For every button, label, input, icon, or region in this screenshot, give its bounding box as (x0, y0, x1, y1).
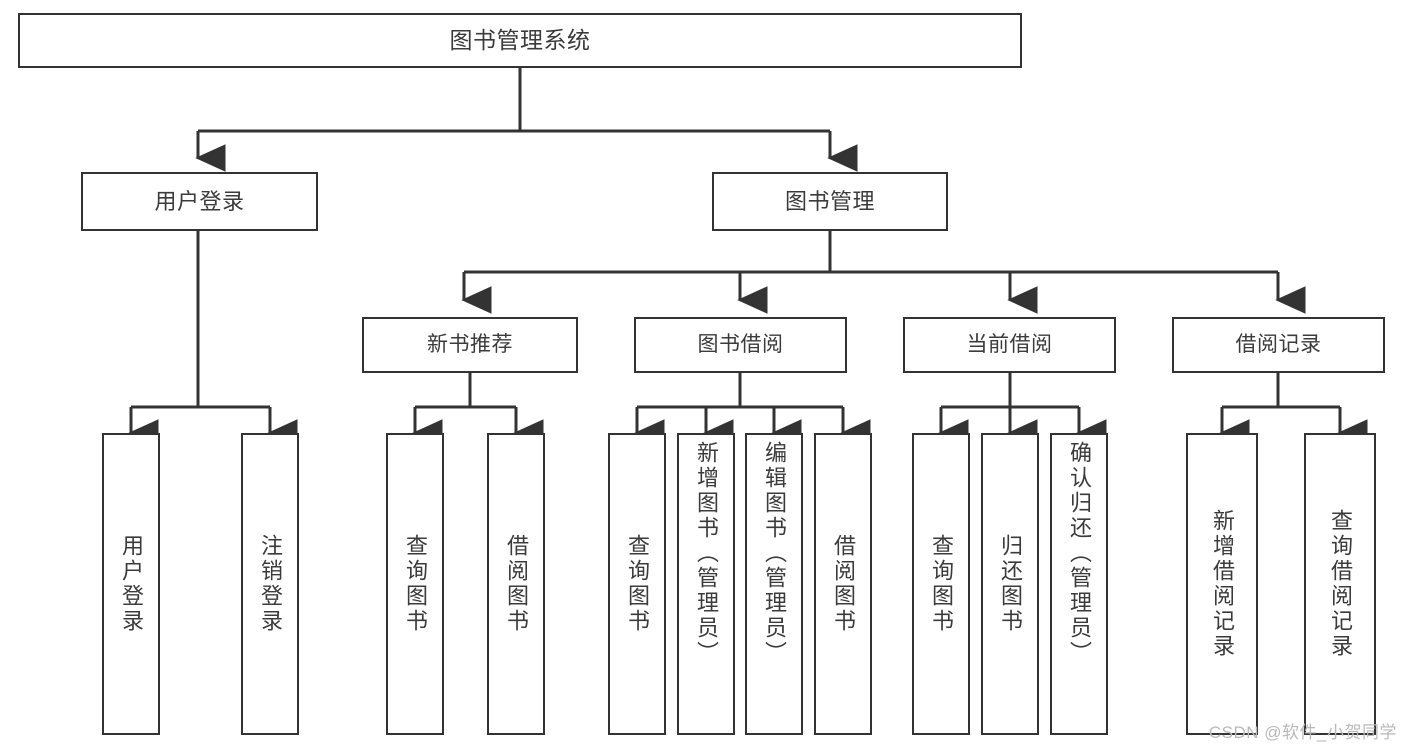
node-label: 用户登录 (154, 188, 245, 214)
leaf-current-borrow-query[interactable]: 查询图书 (912, 433, 970, 735)
node-label: 查询图书 (929, 534, 954, 634)
node-label: 当前借阅 (966, 332, 1053, 356)
node-label: 查询图书 (625, 534, 650, 634)
node-label: 查询借阅记录 (1328, 509, 1353, 659)
leaf-current-borrow-confirm[interactable]: 确认归还（管理员） (1050, 433, 1108, 735)
leaf-book-borrow-query[interactable]: 查询图书 (608, 433, 666, 735)
leaf-new-book-borrow[interactable]: 借阅图书 (487, 433, 545, 735)
leaf-user-login-signin[interactable]: 用户登录 (102, 433, 160, 735)
node-label: 编辑图书（管理员） (762, 441, 787, 666)
node-label: 借阅图书 (831, 534, 856, 634)
leaf-book-borrow-add[interactable]: 新增图书（管理员） (677, 433, 735, 735)
leaf-current-borrow-return[interactable]: 归还图书 (981, 433, 1039, 735)
leaf-borrow-record-add[interactable]: 新增借阅记录 (1186, 433, 1258, 735)
leaf-new-book-query[interactable]: 查询图书 (386, 433, 444, 735)
node-label: 新书推荐 (427, 332, 513, 356)
node-book-borrow[interactable]: 图书借阅 (634, 317, 847, 373)
leaf-book-borrow-edit[interactable]: 编辑图书（管理员） (745, 433, 803, 735)
node-label: 图书借阅 (697, 332, 784, 356)
node-current-borrow[interactable]: 当前借阅 (903, 317, 1116, 373)
leaf-borrow-record-query[interactable]: 查询借阅记录 (1304, 433, 1376, 735)
node-label: 新增图书（管理员） (694, 441, 719, 666)
node-label: 图书管理 (784, 188, 875, 214)
node-label: 图书管理系统 (449, 26, 591, 53)
node-label: 借阅图书 (504, 534, 529, 634)
leaf-book-borrow-lend[interactable]: 借阅图书 (814, 433, 872, 735)
node-label: 新增借阅记录 (1210, 509, 1235, 659)
node-label: 用户登录 (119, 534, 144, 634)
node-book-management[interactable]: 图书管理 (712, 172, 948, 231)
node-root-system[interactable]: 图书管理系统 (18, 13, 1022, 68)
node-label: 确认归还（管理员） (1067, 441, 1092, 666)
node-new-book-recommend[interactable]: 新书推荐 (362, 317, 578, 373)
node-label: 查询图书 (403, 534, 428, 634)
csdn-watermark: CSDN @软件_小贺同学 (1208, 723, 1397, 742)
node-label: 借阅记录 (1235, 332, 1322, 356)
node-borrow-record[interactable]: 借阅记录 (1172, 317, 1385, 373)
leaf-user-login-signout[interactable]: 注销登录 (241, 433, 299, 735)
node-label: 注销登录 (258, 534, 283, 634)
node-user-login[interactable]: 用户登录 (81, 172, 318, 231)
node-label: 归还图书 (998, 534, 1023, 634)
